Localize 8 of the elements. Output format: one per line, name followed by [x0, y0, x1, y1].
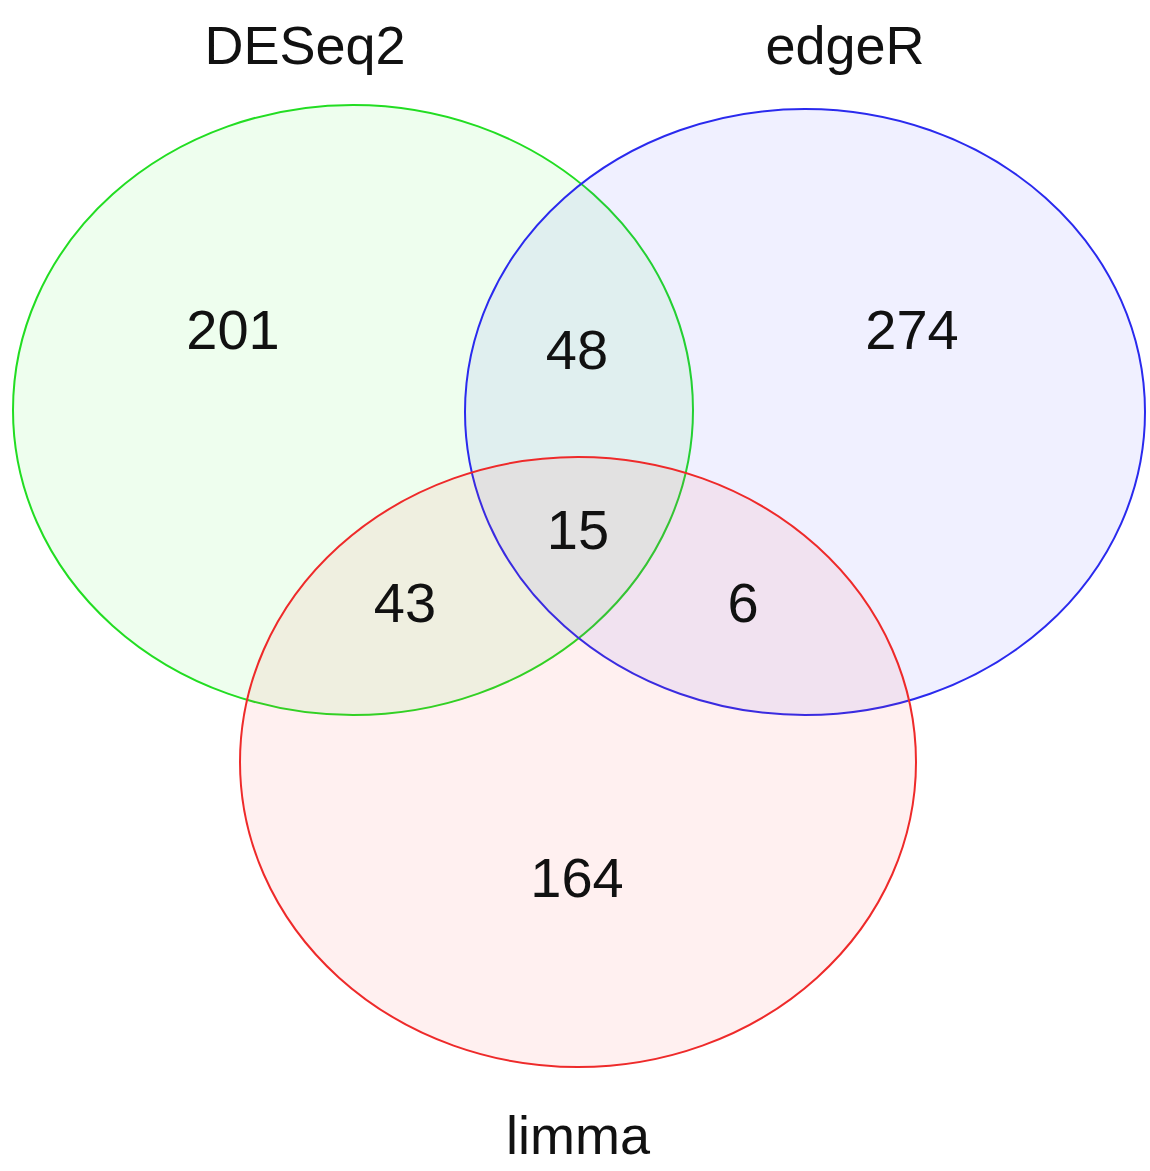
region-count: 274: [865, 302, 959, 358]
region-count: 6: [727, 575, 759, 631]
region-count: 164: [530, 850, 624, 906]
region-count: 201: [186, 302, 280, 358]
region-count: 43: [373, 575, 437, 631]
set-label: limma: [506, 1108, 650, 1162]
region-count: 48: [545, 322, 609, 378]
region-count: 15: [546, 502, 610, 558]
